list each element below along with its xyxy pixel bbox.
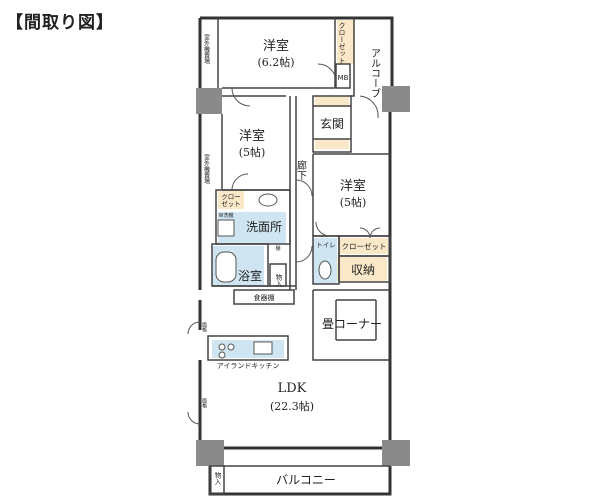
room-name-western-2: 洋室 xyxy=(239,128,265,144)
entrance-shelf-fill-1 xyxy=(315,96,349,106)
room-size-western-3: (5帖) xyxy=(340,196,367,209)
room-name-tatami-corner: 畳コーナー xyxy=(322,317,382,331)
pillar xyxy=(196,440,224,466)
storage-balcony-label: 物入 xyxy=(213,471,221,486)
storage-bath-label: 物入 xyxy=(274,273,282,288)
stove-icon xyxy=(227,343,235,351)
closet-small-fill xyxy=(218,191,244,209)
interior-walls xyxy=(207,18,391,495)
room-name-western-3: 洋室 xyxy=(340,178,366,194)
toilet-label: トイレ xyxy=(316,241,336,249)
bathtub-icon xyxy=(215,251,237,283)
doors xyxy=(187,63,381,425)
island-kitchen-label: アイランドキッチン xyxy=(217,362,280,370)
washer-icon xyxy=(217,219,235,237)
room-name-washroom: 洗面所 xyxy=(246,220,282,234)
kitchen-sink-icon xyxy=(253,341,273,355)
pillar xyxy=(196,88,222,114)
room-name-bath: 浴室 xyxy=(238,268,262,283)
closet-top-label: クローゼット xyxy=(338,22,346,64)
pillar xyxy=(382,440,410,466)
toilet-icon xyxy=(318,260,332,280)
entrance-shelf-fill-2 xyxy=(315,139,349,149)
outer-walls xyxy=(198,16,394,496)
room-name-alcove: アルコーブ xyxy=(369,48,381,98)
window-label-1: 面格 xyxy=(201,322,207,333)
room-size-ldk: (22.3帖) xyxy=(270,400,314,413)
closet-top-fill xyxy=(337,20,354,64)
closet-small-label-2: ゼット xyxy=(221,199,241,208)
closet-right-fill xyxy=(340,238,388,254)
fixtures xyxy=(215,193,332,359)
mb-label: MB xyxy=(338,74,349,82)
pillar xyxy=(382,86,410,112)
outdoor-unit-label-2: 室外機置場 xyxy=(203,153,210,185)
room-name-ldk: LDK xyxy=(278,381,307,396)
floor-plan-title: 【間取り図】 xyxy=(6,13,114,33)
window-label-2: 面格 xyxy=(201,398,207,409)
shelf-label: 棚 xyxy=(275,245,280,252)
stove-icon xyxy=(218,351,226,359)
room-name-corridor: 廊下 xyxy=(295,159,307,181)
room-name-storage: 収納 xyxy=(351,263,375,277)
dish-shelf-label: 食器棚 xyxy=(254,293,275,302)
storage-fill xyxy=(337,257,387,281)
room-name-western-1: 洋室 xyxy=(263,38,289,54)
washer-label: W洗機 xyxy=(219,212,234,219)
outdoor-unit-label-1: 室外機置場 xyxy=(203,33,210,65)
sink-icon xyxy=(258,193,278,207)
room-name-balcony: バルコニー xyxy=(276,473,336,487)
closet-small-label-1: クロー xyxy=(221,193,241,201)
stove-icon xyxy=(218,343,226,351)
room-size-western-2: (5帖) xyxy=(239,146,266,159)
closet-right-label: クローゼット xyxy=(342,241,387,251)
room-name-entrance: 玄関 xyxy=(320,116,344,131)
room-size-western-1: (6.2帖) xyxy=(257,56,294,69)
